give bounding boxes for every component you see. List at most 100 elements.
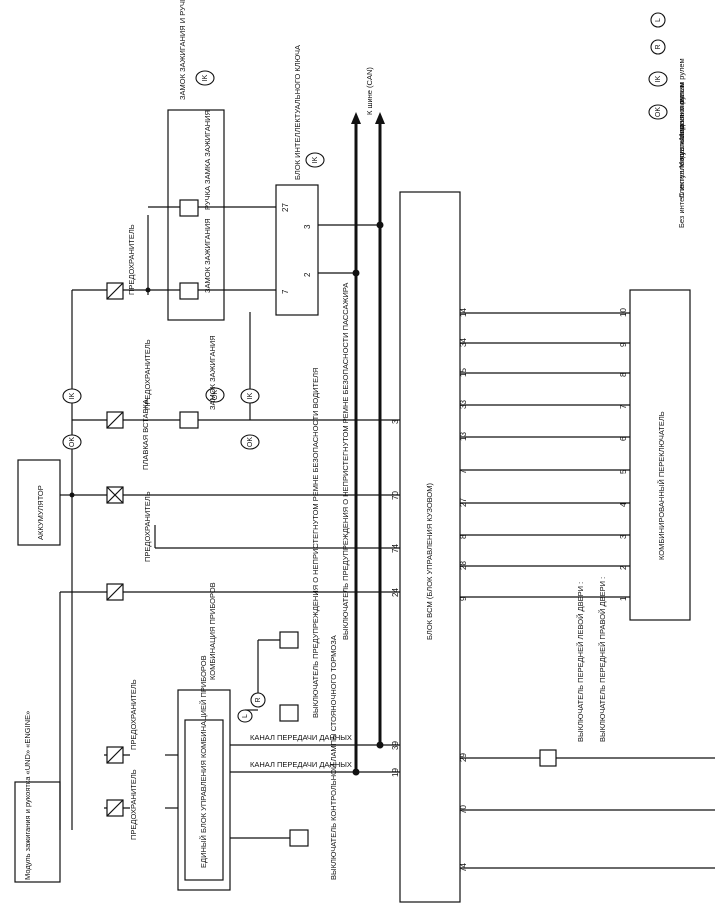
l-symbol: L: [655, 18, 662, 22]
pin-bcm: 14: [459, 308, 468, 317]
fusible-link-label: ПЛАВКАЯ ВСТАВКА: [141, 399, 150, 470]
symbol-letters: IK OK IK OK OK R L IK IK L R IK OK: [69, 18, 662, 718]
fuse-symbol: [106, 411, 124, 429]
brake-switch-label: ВЫКЛЮЧАТЕЛЬ КОНТРОЛЬНОЙ ЛАМПЫ СТОЯНОЧНОГ…: [329, 635, 338, 880]
r-symbol: R: [655, 44, 662, 49]
pin-bcm: 8: [459, 534, 468, 539]
wires: [59, 206, 715, 869]
junction-dots: [69, 221, 384, 776]
pin-ik-27: 27: [281, 203, 290, 212]
pin-ik-2: 2: [303, 272, 312, 277]
fuse-symbol: [106, 746, 124, 764]
legend: Модели с левым рулем Модели с правым рул…: [677, 58, 686, 228]
legend-text-l: Модели с левым рулем: [677, 58, 686, 140]
ik-symbol: IK: [247, 392, 254, 399]
pin-combo: 9: [619, 342, 628, 347]
ik-symbol: IK: [202, 74, 209, 81]
pin-combo: 8: [619, 372, 628, 377]
switch-symbols: [179, 199, 557, 847]
pin-bcm-3: 3: [391, 419, 400, 424]
pin-bottom: 70: [459, 805, 468, 814]
bcm-label: БЛОК BCM (БЛОК УПРАВЛЕНИЯ КУЗОВОМ): [425, 483, 434, 640]
door-switch-r-label: ВЫКЛЮЧАТЕЛЬ ПЕРЕДНЕЙ ПРАВОЙ ДВЕРИ :: [598, 577, 607, 742]
battery-label: АККУМУЛЯТОР: [36, 485, 45, 540]
pin-combo: 1: [619, 596, 628, 601]
can-h-label: КАНАЛ ПЕРЕДАЧИ ДАННЫХ: [250, 733, 352, 742]
ign-lock-handle-label: РУЧКА ЗАМКА ЗАЖИГАНИЯ: [203, 110, 212, 210]
battery-box: [17, 459, 61, 546]
pin-combo: 10: [619, 308, 628, 317]
pin-bottom: 74: [459, 863, 468, 872]
fuse-label: ПРЕДОХРАНИТЕЛЬ: [127, 224, 136, 295]
ok-symbol: OK: [655, 107, 662, 117]
pin-ik-3: 3: [303, 224, 312, 229]
ik-symbol: IK: [655, 75, 662, 82]
legend-text-ok: Без интеллектуального ключа: [677, 123, 686, 228]
boxes: [14, 109, 691, 903]
pin-bcm: 27: [459, 498, 468, 507]
fuse-symbol: [106, 799, 124, 817]
legend-text-ik: С интеллектуальным ключом: [677, 96, 686, 198]
fuse-label: ПРЕДОХРАНИТЕЛЬ: [143, 491, 152, 562]
to-can-label: К шине (CAN): [365, 67, 374, 115]
ign-module-box: [14, 781, 61, 883]
pin-bcm-39: 39: [391, 741, 400, 750]
meter-outer-box: [177, 689, 231, 891]
pin-combo: 5: [619, 469, 628, 474]
ign-lock-box: [167, 109, 225, 321]
ign-lock-label: ЗАМОК ЗАЖИГАНИЯ: [208, 335, 217, 410]
ik-unit-label: БЛОК ИНТЕЛЛЕКТУАЛЬНОГО КЛЮЧА: [293, 45, 302, 180]
fuse-label: ПРЕДОХРАНИТЕЛЬ: [143, 339, 152, 410]
fusible-link-symbol: [106, 486, 124, 504]
ok-symbol: OK: [212, 390, 219, 400]
ign-lock-ik-title: ЗАМОК ЗАЖИГАНИЯ И РУЧКА ЗАМКА ЗАЖИГАНИЯ: [178, 0, 187, 100]
combo-meter-label: КОМБИНАЦИЯ ПРИБОРОВ: [208, 582, 217, 680]
l-symbol: L: [242, 714, 249, 718]
pin-bcm: 13: [459, 432, 468, 441]
pin-combo: 7: [619, 404, 628, 409]
ok-symbol: OK: [69, 437, 76, 447]
pin-bcm: 28: [459, 561, 468, 570]
fuse-label: ПРЕДОХРАНИТЕЛЬ: [129, 679, 138, 750]
bcm-box: [399, 191, 461, 903]
fuse-symbol: [106, 583, 124, 601]
fuses: [106, 282, 124, 817]
can-l-label: КАНАЛ ПЕРЕДАЧИ ДАННЫХ: [250, 760, 352, 769]
fuse-label: ПРЕДОХРАНИТЕЛЬ: [129, 769, 138, 840]
pin-bcm: 34: [459, 338, 468, 347]
combo-switch-label: КОМБИНИРОВАННЫЙ ПЕРЕКЛЮЧАТЕЛЬ: [657, 411, 666, 560]
symbol-circles: [62, 12, 668, 723]
pin-combo: 2: [619, 565, 628, 570]
belt-switch-1-label: ВЫКЛЮЧАТЕЛЬ ПРЕДУПРЕЖДЕНИЯ О НЕПРИСТЕГНУ…: [311, 368, 320, 718]
can-arrows: [351, 112, 385, 124]
pin-numbers: 7 2 3 27 3 70 74 24 39 19 14 34 15 33 13…: [281, 203, 628, 872]
pin-bcm-19: 19: [391, 768, 400, 777]
ik-symbol: IK: [312, 156, 319, 163]
pin-ik-7: 7: [281, 289, 290, 294]
belt-switch-2-label: ВЫКЛЮЧАТЕЛЬ ПРЕДУПРЕЖДЕНИЯ О НЕПРИСТЕГНУ…: [341, 283, 350, 640]
ign-module-label: Модуль зажигания и рукоятка «UND» «ENGIN…: [23, 711, 32, 880]
pin-combo: 4: [619, 502, 628, 507]
pin-bcm-70: 70: [391, 491, 400, 500]
ign-lock-label: ЗАМОК ЗАЖИГАНИЯ: [203, 218, 212, 293]
pin-bcm: 9: [459, 596, 468, 601]
pin-bcm: 15: [459, 368, 468, 377]
legend-text-r: Модели с правым рулем: [677, 82, 686, 168]
combo-switch-box: [629, 289, 691, 621]
ik-symbol: IK: [69, 392, 76, 399]
r-symbol: R: [255, 697, 262, 702]
pin-combo: 6: [619, 436, 628, 441]
door-switch-l-label: ВЫКЛЮЧАТЕЛЬ ПЕРЕДНЕЙ ЛЕВОЙ ДВЕРИ :: [576, 582, 585, 742]
can-bus-lines: [354, 120, 382, 772]
pin-bcm-24: 24: [391, 588, 400, 597]
pin-bottom: 29: [459, 753, 468, 762]
meter-unit-label: ЕДИНЫЙ БЛОК УПРАВЛЕНИЯ КОМБИНАЦИЕЙ ПРИБО…: [199, 655, 208, 868]
meter-inner-box: [184, 719, 224, 881]
pin-bcm: 33: [459, 400, 468, 409]
pin-bcm-74: 74: [391, 544, 400, 553]
pin-combo: 3: [619, 534, 628, 539]
ik-unit-box: [275, 184, 319, 316]
ok-symbol: OK: [247, 437, 254, 447]
pin-bcm: 7: [459, 469, 468, 474]
